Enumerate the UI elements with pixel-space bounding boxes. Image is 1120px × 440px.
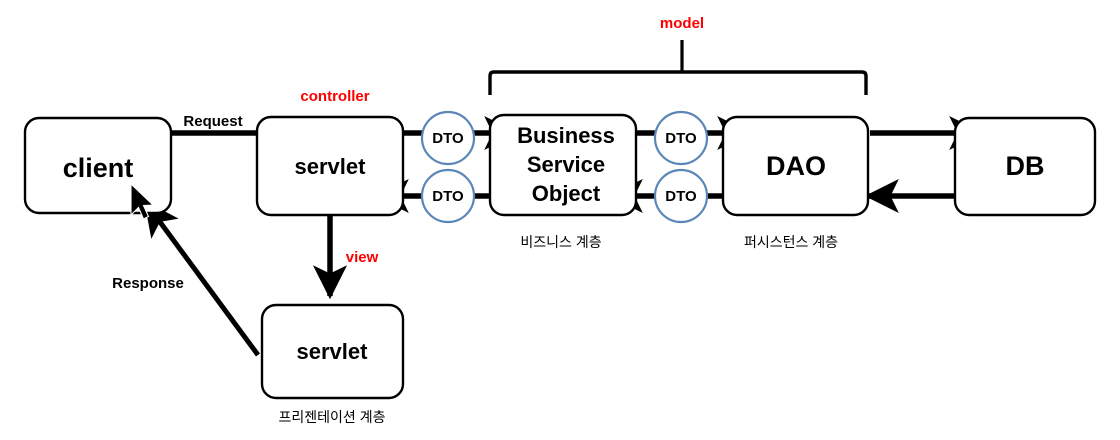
node-dao-label: DAO (766, 151, 826, 181)
label-presentation-layer: 프리젠테이션 계층 (279, 409, 386, 425)
label-model: model (660, 15, 704, 32)
label-persistence-layer: 퍼시스턴스 계층 (744, 234, 838, 250)
dto-node-1[interactable]: DTO (420, 110, 476, 166)
node-servlet-controller-label: servlet (295, 154, 367, 179)
dto-node-4[interactable]: DTO (653, 168, 709, 224)
label-view: view (346, 249, 379, 266)
node-bso-label-line3: Object (532, 181, 601, 206)
dto-node-1-label: DTO (432, 130, 464, 147)
node-servlet-view[interactable]: servlet (260, 303, 405, 400)
dto-node-3-label: DTO (665, 130, 697, 147)
node-db[interactable]: DB (953, 116, 1097, 217)
node-servlet-view-label: servlet (297, 339, 369, 364)
node-business-service-object[interactable]: Business Service Object (488, 113, 638, 217)
label-response: Response (112, 275, 184, 292)
node-bso-label-line2: Service (527, 152, 605, 177)
node-bso-label-line1: Business (517, 123, 615, 148)
node-servlet-controller[interactable]: servlet (255, 115, 405, 217)
model-bracket (488, 40, 868, 95)
edge-view-to-client (143, 200, 261, 357)
node-client[interactable]: client (23, 116, 173, 215)
mouse-cursor-icon (130, 182, 155, 220)
node-client-label: client (63, 153, 134, 183)
label-request: Request (183, 113, 242, 130)
label-controller: controller (300, 88, 369, 105)
label-business-layer: 비즈니스 계층 (520, 234, 601, 250)
dto-node-3[interactable]: DTO (653, 110, 709, 166)
node-db-label: DB (1006, 151, 1045, 181)
node-dao[interactable]: DAO (721, 115, 870, 217)
dto-node-2-label: DTO (432, 188, 464, 205)
dto-node-4-label: DTO (665, 188, 697, 205)
dto-node-2[interactable]: DTO (420, 168, 476, 224)
